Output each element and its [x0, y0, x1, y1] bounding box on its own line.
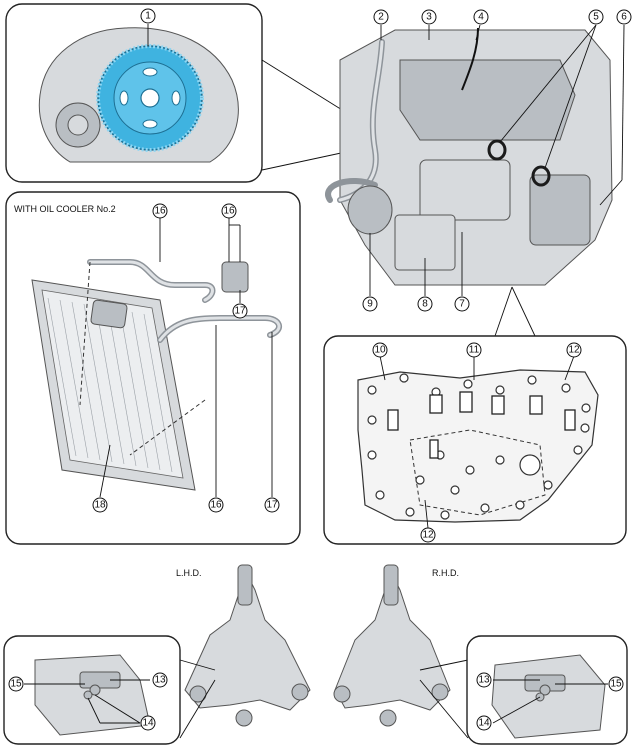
callout-3: 3 — [421, 9, 437, 25]
callout-13-a: 13 — [152, 672, 168, 688]
callout-7: 7 — [454, 296, 470, 312]
callout-16-b: 16 — [221, 203, 237, 219]
callout-16-a: 16 — [152, 203, 168, 219]
callout-14-b: 14 — [476, 715, 492, 731]
svg-text:16: 16 — [223, 206, 235, 217]
callout-2: 2 — [373, 9, 389, 25]
callout-4: 4 — [473, 9, 489, 25]
svg-text:2: 2 — [378, 12, 384, 23]
callout-17-a: 17 — [232, 303, 248, 319]
svg-text:4: 4 — [478, 12, 484, 23]
callout-13-b: 13 — [476, 672, 492, 688]
svg-text:9: 9 — [367, 299, 373, 310]
svg-text:17: 17 — [234, 306, 246, 317]
callout-17-b: 17 — [264, 497, 280, 513]
svg-text:14: 14 — [478, 718, 490, 729]
flywheel-panel — [5, 3, 356, 183]
rhd-label: R.H.D. — [432, 568, 459, 578]
svg-text:10: 10 — [374, 345, 386, 356]
svg-text:1: 1 — [145, 11, 151, 22]
svg-text:14: 14 — [142, 718, 154, 729]
svg-text:7: 7 — [459, 299, 465, 310]
svg-text:3: 3 — [426, 12, 432, 23]
svg-text:12: 12 — [568, 345, 580, 356]
svg-text:8: 8 — [422, 299, 428, 310]
oil-cooler-label: WITH OIL COOLER No.2 — [14, 204, 116, 214]
svg-text:11: 11 — [469, 345, 480, 356]
callout-6: 6 — [616, 9, 632, 25]
svg-text:12: 12 — [422, 530, 434, 541]
svg-text:16: 16 — [210, 500, 222, 511]
svg-text:13: 13 — [154, 675, 166, 686]
callout-18: 18 — [92, 497, 108, 513]
svg-text:16: 16 — [154, 206, 166, 217]
callout-16-c: 16 — [208, 497, 224, 513]
detail-panel-rhd — [466, 635, 628, 745]
callout-11: 11 — [466, 342, 482, 358]
callout-5: 5 — [588, 9, 604, 25]
lhd-label: L.H.D. — [176, 568, 202, 578]
callout-12-b: 12 — [420, 527, 436, 543]
shifter-lhd — [179, 564, 311, 739]
oil-cooler-panel — [5, 191, 301, 545]
detail-panel-lhd — [3, 635, 181, 745]
transaxle-assembly — [325, 24, 625, 337]
svg-text:17: 17 — [266, 500, 278, 511]
svg-text:5: 5 — [593, 12, 599, 23]
callout-15-a: 15 — [8, 676, 24, 692]
callout-10: 10 — [372, 342, 388, 358]
callout-1: 1 — [140, 8, 156, 24]
callout-14-a: 14 — [140, 715, 156, 731]
svg-text:6: 6 — [621, 12, 627, 23]
svg-text:13: 13 — [478, 675, 490, 686]
callout-12-a: 12 — [566, 342, 582, 358]
callout-9: 9 — [362, 296, 378, 312]
callout-15-b: 15 — [608, 676, 624, 692]
valve-body-panel — [323, 335, 627, 545]
svg-text:18: 18 — [94, 500, 106, 511]
svg-text:15: 15 — [10, 679, 22, 690]
callout-8: 8 — [417, 296, 433, 312]
svg-text:15: 15 — [610, 679, 622, 690]
shifter-rhd — [333, 564, 469, 739]
